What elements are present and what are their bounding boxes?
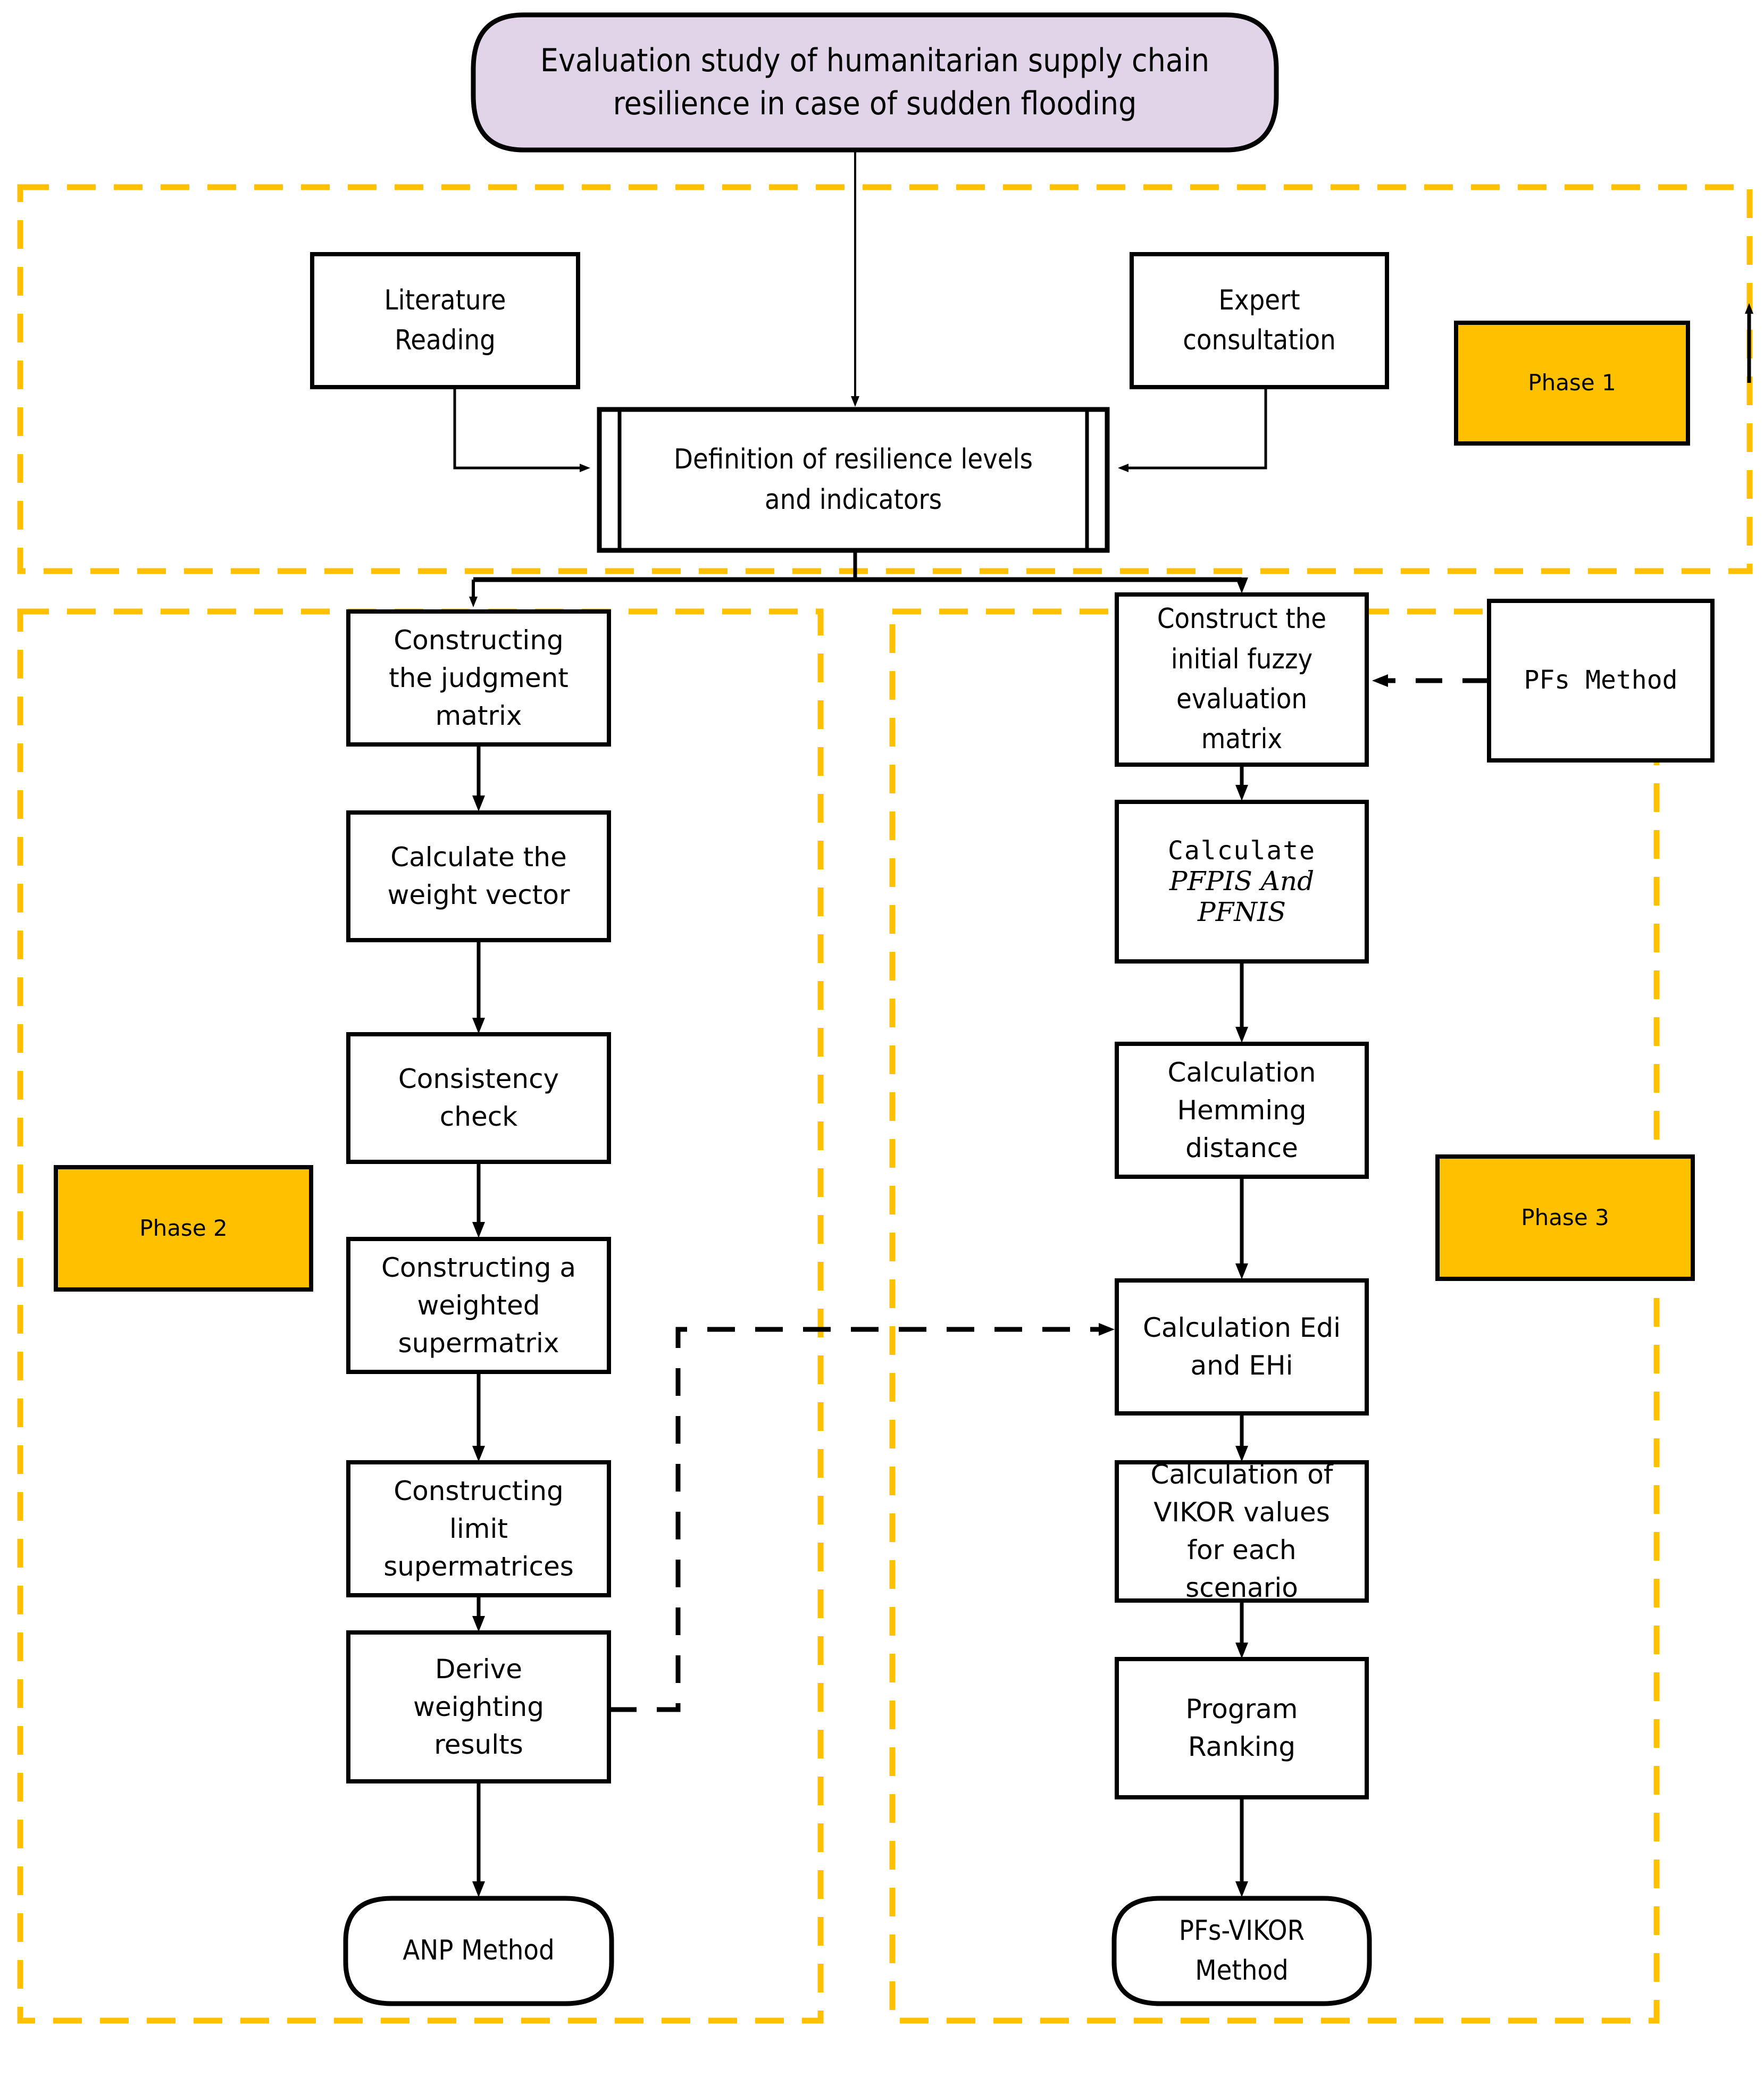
calculate-pfpis-pfnis[interactable]: Calculate PFPIS And PFNIS bbox=[1117, 802, 1367, 961]
phase1-badge-shape bbox=[1454, 321, 1690, 446]
anp-method-shape bbox=[343, 1896, 614, 2006]
calculate-pfpis-pfnis-line1: Calculate bbox=[1167, 836, 1316, 866]
calculate-pfpis-pfnis-line3: PFNIS bbox=[1197, 897, 1286, 927]
derive-weighting-results-shape bbox=[346, 1630, 611, 1783]
pfs-vikor-method-shape bbox=[1111, 1896, 1372, 2006]
literature-reading-shape bbox=[310, 252, 580, 389]
edge-literature-to-definition bbox=[453, 387, 590, 472]
constructing-weighted-supermatrix-shape bbox=[346, 1237, 611, 1374]
construct-initial-fuzzy-matrix-shape bbox=[1115, 592, 1369, 767]
calculate-weight-vector-shape bbox=[346, 810, 611, 942]
title-node: Evaluation study of humanitarian supply … bbox=[473, 15, 1276, 150]
anp-method-label: ANP Method bbox=[403, 1934, 555, 1967]
phase2-badge: Phase 2 bbox=[56, 1167, 311, 1289]
phase3-badge-label: Phase 3 bbox=[1521, 1204, 1609, 1230]
pfs-method[interactable]: PFs Method bbox=[1489, 601, 1712, 760]
anp-method[interactable]: ANP Method bbox=[346, 1898, 612, 2004]
phase2-badge-label: Phase 2 bbox=[139, 1215, 228, 1241]
calculation-vikor-values-shape bbox=[1115, 1460, 1369, 1603]
calculate-pfpis-pfnis-line2: PFPIS And bbox=[1169, 866, 1315, 897]
expert-consultation-shape bbox=[1130, 252, 1389, 389]
calculation-hemming-distance-shape bbox=[1115, 1042, 1369, 1179]
calculation-edi-ehi-shape bbox=[1115, 1278, 1369, 1416]
edge-derive-to-edi-ehi-dashed bbox=[609, 1323, 1115, 1712]
phase3-badge: Phase 3 bbox=[1437, 1157, 1693, 1279]
pfs-method-shape bbox=[1487, 599, 1715, 763]
title-node-shape bbox=[471, 12, 1279, 153]
title-node-label: Evaluation study of humanitarian supply … bbox=[540, 42, 1210, 122]
phase3-badge-shape bbox=[1435, 1154, 1695, 1281]
pfs-method-label: PFs Method bbox=[1524, 665, 1678, 696]
constructing-limit-supermatrices-shape bbox=[346, 1460, 611, 1597]
definition-resilience-shape bbox=[597, 407, 1110, 553]
phase1-badge-label: Phase 1 bbox=[1528, 370, 1616, 396]
calculate-pfpis-pfnis-shape bbox=[1115, 800, 1369, 964]
program-ranking-shape bbox=[1115, 1657, 1369, 1799]
edge-expert-to-definition bbox=[1118, 387, 1267, 472]
phase1-badge: Phase 1 bbox=[1456, 323, 1688, 443]
phase2-badge-shape bbox=[54, 1165, 313, 1292]
